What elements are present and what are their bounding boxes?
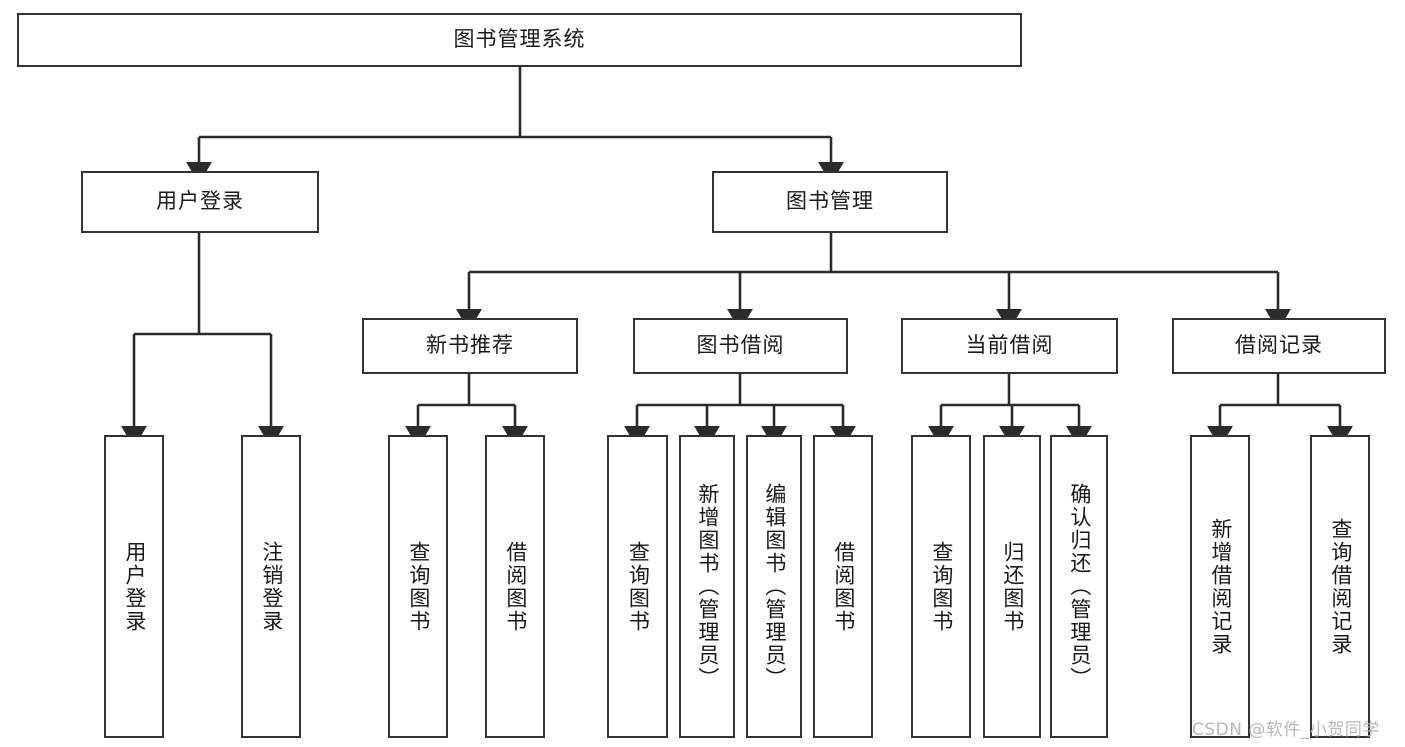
node-leaf-query-record[interactable]: 查询借阅记录: [1310, 435, 1370, 738]
node-leaf-query-book-2-label: 查询图书: [626, 540, 651, 633]
csdn-watermark: CSDN @软件_小贺同学: [1192, 715, 1380, 740]
node-leaf-edit-book-label: 编辑图书（管理员）: [762, 483, 787, 690]
node-current-borrow[interactable]: 当前借阅: [901, 318, 1118, 374]
node-leaf-query-book-3[interactable]: 查询图书: [911, 435, 971, 738]
node-leaf-edit-book[interactable]: 编辑图书（管理员）: [746, 435, 802, 738]
node-leaf-query-book-1[interactable]: 查询图书: [388, 435, 448, 738]
node-leaf-add-book-label: 新增图书（管理员）: [695, 483, 720, 690]
csdn-watermark-text: CSDN @软件_小贺同学: [1192, 720, 1380, 740]
node-user-login-label: 用户登录: [156, 189, 244, 214]
node-new-book-recommend[interactable]: 新书推荐: [362, 318, 578, 374]
node-leaf-user-login-label: 用户登录: [122, 540, 147, 633]
node-leaf-borrow-book-2-label: 借阅图书: [831, 540, 856, 633]
node-root-label: 图书管理系统: [453, 27, 586, 52]
node-root[interactable]: 图书管理系统: [17, 13, 1022, 67]
node-borrow-record-label: 借阅记录: [1235, 333, 1323, 358]
node-leaf-query-book-3-label: 查询图书: [929, 540, 954, 633]
node-book-borrow-label: 图书借阅: [696, 333, 785, 358]
node-book-manage[interactable]: 图书管理: [712, 171, 948, 233]
node-user-login[interactable]: 用户登录: [81, 171, 319, 233]
node-borrow-record[interactable]: 借阅记录: [1172, 318, 1386, 374]
node-leaf-return-book-label: 归还图书: [1000, 540, 1025, 633]
node-leaf-user-login[interactable]: 用户登录: [104, 435, 164, 738]
node-leaf-return-book[interactable]: 归还图书: [983, 435, 1041, 738]
node-leaf-query-record-label: 查询借阅记录: [1328, 517, 1353, 656]
node-current-borrow-label: 当前借阅: [965, 333, 1054, 358]
node-leaf-borrow-book-1[interactable]: 借阅图书: [485, 435, 545, 738]
node-leaf-borrow-book-2[interactable]: 借阅图书: [813, 435, 873, 738]
node-leaf-add-book[interactable]: 新增图书（管理员）: [679, 435, 735, 738]
node-leaf-logout[interactable]: 注销登录: [241, 435, 301, 738]
node-book-borrow[interactable]: 图书借阅: [633, 318, 848, 374]
node-leaf-confirm-return-label: 确认归还（管理员）: [1067, 483, 1092, 690]
node-book-manage-label: 图书管理: [786, 189, 874, 214]
node-leaf-query-book-2[interactable]: 查询图书: [607, 435, 668, 738]
node-leaf-confirm-return[interactable]: 确认归还（管理员）: [1050, 435, 1108, 738]
node-leaf-logout-label: 注销登录: [259, 540, 284, 633]
node-leaf-add-record[interactable]: 新增借阅记录: [1190, 435, 1250, 738]
node-leaf-query-book-1-label: 查询图书: [406, 540, 431, 633]
node-leaf-add-record-label: 新增借阅记录: [1208, 517, 1233, 656]
node-new-book-recommend-label: 新书推荐: [426, 333, 514, 358]
node-leaf-borrow-book-1-label: 借阅图书: [503, 540, 528, 633]
